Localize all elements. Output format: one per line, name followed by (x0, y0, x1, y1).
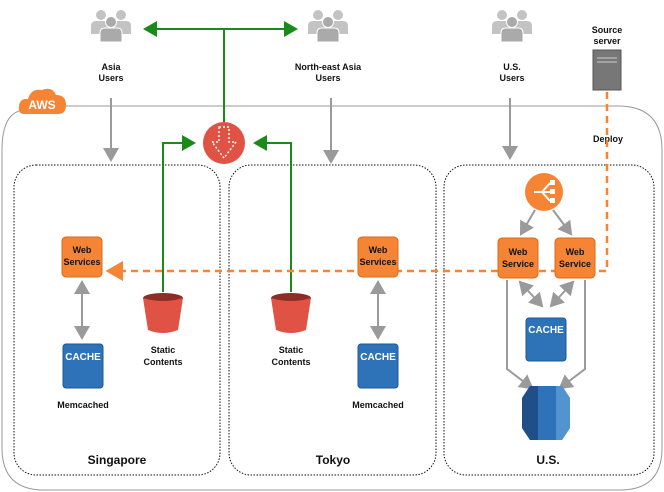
us-users-icon (491, 9, 533, 43)
svg-text:CACHE: CACHE (65, 352, 101, 363)
source-server-label: Source (592, 25, 623, 35)
singapore-memcached-label: Memcached (57, 400, 109, 410)
server-icon (592, 49, 622, 91)
database-icon (522, 386, 570, 440)
load-balancer-icon (525, 173, 563, 211)
tokyo-cache-icon: CACHE (357, 343, 399, 389)
us-cache-icon: CACHE (525, 317, 567, 362)
tokyo-web-services: Web Services (357, 236, 399, 278)
singapore-static-label-2: Contents (144, 357, 183, 367)
svg-text:Web: Web (73, 245, 92, 255)
cloudfront-icon (203, 122, 245, 164)
tokyo-static-label: Static (279, 345, 304, 355)
singapore-web-services: Web Services (61, 236, 103, 278)
lb-to-web1-arrow (519, 209, 536, 236)
source-server-label-2: server (593, 36, 621, 46)
web2-db-arrow (558, 280, 586, 390)
region-singapore (13, 164, 221, 476)
tokyo-bucket-icon (271, 293, 311, 333)
tokyo-origin-arrow (253, 135, 292, 292)
aws-label: AWS (28, 98, 55, 112)
tokyo-region-label: Tokyo (316, 453, 350, 467)
us-web-service-1: Web Service (497, 237, 539, 279)
svg-text:Services: Services (359, 257, 396, 267)
svg-text:Web: Web (566, 247, 585, 257)
ne-asia-users-label: North-east Asia (295, 62, 362, 72)
svg-text:Web: Web (369, 245, 388, 255)
us-region-label: U.S. (536, 453, 559, 467)
region-us (443, 164, 655, 476)
ne-asia-users-label-2: Users (315, 73, 340, 83)
deploy-label: Deploy (593, 134, 623, 144)
svg-text:Web: Web (509, 247, 528, 257)
ne-asia-users-icon (307, 9, 349, 43)
svg-text:CACHE: CACHE (360, 352, 396, 363)
lb-to-web2-arrow (552, 209, 573, 236)
web1-cache-arrow (518, 280, 544, 308)
singapore-bucket-icon (143, 293, 183, 333)
us-users-label-2: Users (499, 73, 524, 83)
svg-text:Service: Service (502, 259, 534, 269)
svg-text:Service: Service (559, 259, 591, 269)
singapore-region-label: Singapore (88, 453, 147, 467)
asia-users-icon (90, 9, 132, 43)
web1-db-arrow (506, 280, 534, 390)
asia-users-label: Asia (101, 62, 121, 72)
us-web-service-2: Web Service (554, 237, 596, 279)
svg-text:CACHE: CACHE (528, 325, 564, 336)
web2-cache-arrow (549, 280, 575, 308)
aws-cloud-boundary (1, 105, 663, 491)
svg-text:Services: Services (63, 257, 100, 267)
singapore-origin-arrow (162, 135, 196, 292)
singapore-static-label: Static (151, 345, 176, 355)
region-tokyo (228, 164, 437, 476)
us-users-label: U.S. (503, 62, 521, 72)
aws-cloud-icon: AWS (18, 88, 66, 114)
singapore-cache-icon: CACHE (62, 343, 104, 389)
tokyo-memcached-label: Memcached (352, 400, 404, 410)
tokyo-static-label-2: Contents (272, 357, 311, 367)
asia-users-label-2: Users (98, 73, 123, 83)
